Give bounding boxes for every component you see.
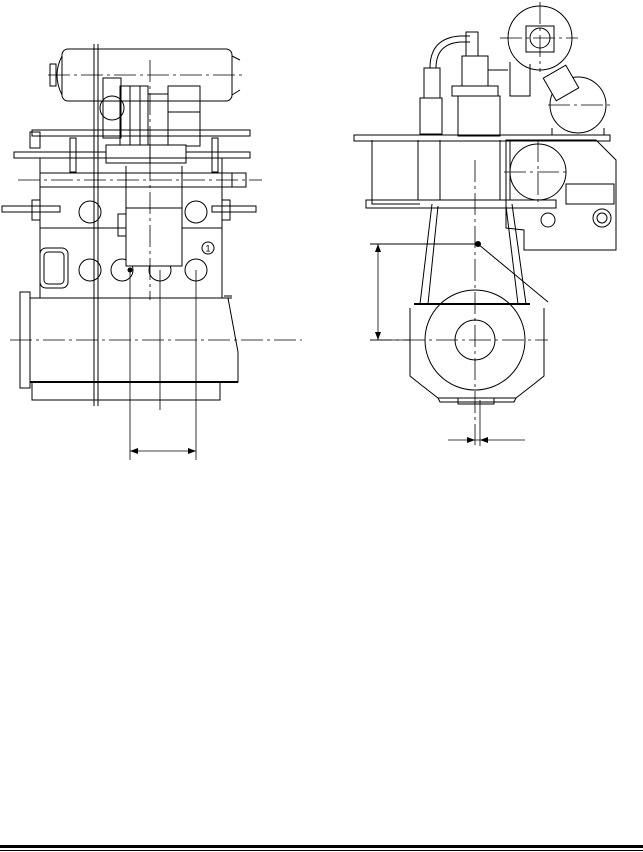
air-cooler [117, 166, 183, 267]
offset-dimension [448, 400, 525, 446]
pipe-assembly [419, 31, 508, 137]
side-cooler [504, 139, 617, 251]
callout-1-label: 1 [205, 244, 210, 254]
exhaust-receiver [48, 48, 246, 102]
footer-rule [0, 845, 643, 848]
a-frame [370, 203, 549, 305]
bedplate [19, 291, 239, 401]
end-platform [353, 134, 611, 142]
end-view [353, 2, 617, 446]
air-inlet-elbow [542, 64, 610, 136]
turbo-volute [500, 2, 578, 97]
footer-rule-thin [0, 850, 643, 851]
front-view: 1 [1, 44, 302, 460]
upper-platform [13, 129, 251, 173]
crankcase [370, 160, 548, 445]
front-dimension [127, 267, 197, 460]
callout-1: 1 [201, 241, 215, 255]
height-dimension [370, 244, 410, 341]
